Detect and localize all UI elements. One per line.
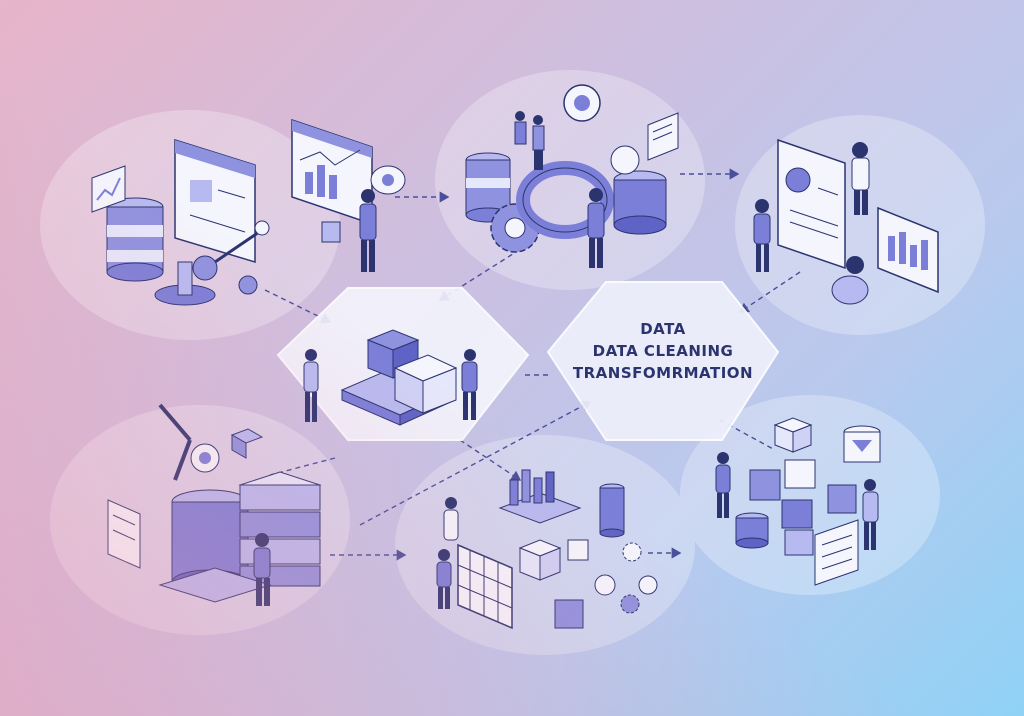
arrow-8 [459,439,522,481]
note-card-icon [647,112,679,161]
arrow-5 [738,271,801,313]
center-label-line-2: DATA CLEANING [592,342,734,360]
bar-chart-monitor-icon [877,206,939,294]
person-icon [514,111,545,170]
center-label-line-1: DATA [640,320,686,338]
person-icon [253,533,271,606]
cube-icon [340,329,458,426]
person-icon [587,188,605,268]
gear-icon [594,542,658,614]
arrow-9 [359,401,592,526]
grid-chart-icon [457,543,513,630]
person-icon [831,256,869,305]
person-icon [436,497,459,609]
center-node-label: DATA DATA CLEANING TRANSFOMRMATION [548,318,778,384]
center-hex-panel [546,281,780,441]
robot-arm-icon [154,220,270,306]
cube-icon [518,539,589,629]
chart-card-icon [91,165,126,213]
scene-cleaning [303,329,478,426]
document-monitor-icon [174,138,256,264]
database-icon [465,152,511,223]
database-icon [106,197,164,282]
ring-chart-icon [516,161,614,239]
server-stack-icon [238,471,322,587]
city-chart-icon [498,469,582,524]
document-icon [107,499,141,569]
person-icon [359,189,377,272]
cylinder-icon [735,512,769,549]
dashboard-monitor-icon [777,138,846,270]
scene-storage [107,403,322,606]
person-icon [753,199,771,272]
scene-analysis [436,469,658,630]
cylinder-icon [613,170,667,235]
person-icon [303,349,319,422]
cylinder-icon [599,483,625,538]
funnel-icon [843,425,881,463]
person-icon [862,479,879,550]
robot-arm-icon [158,403,264,481]
center-label-line-3: TRANSFOMRMATION [572,364,754,382]
scene-processing [465,84,679,268]
document-icon [814,519,859,586]
person-icon [461,349,478,420]
arrow-3 [264,289,332,324]
chat-bubble-icon [370,165,406,195]
dial-icon [563,84,640,175]
scene-data-collection [91,118,406,306]
person-icon [851,142,870,215]
scene-visualization [753,138,939,305]
person-icon [715,452,731,518]
scene-deployment [715,417,881,586]
cube-stack-icon [749,417,857,556]
analyst-monitor-icon [291,118,373,243]
